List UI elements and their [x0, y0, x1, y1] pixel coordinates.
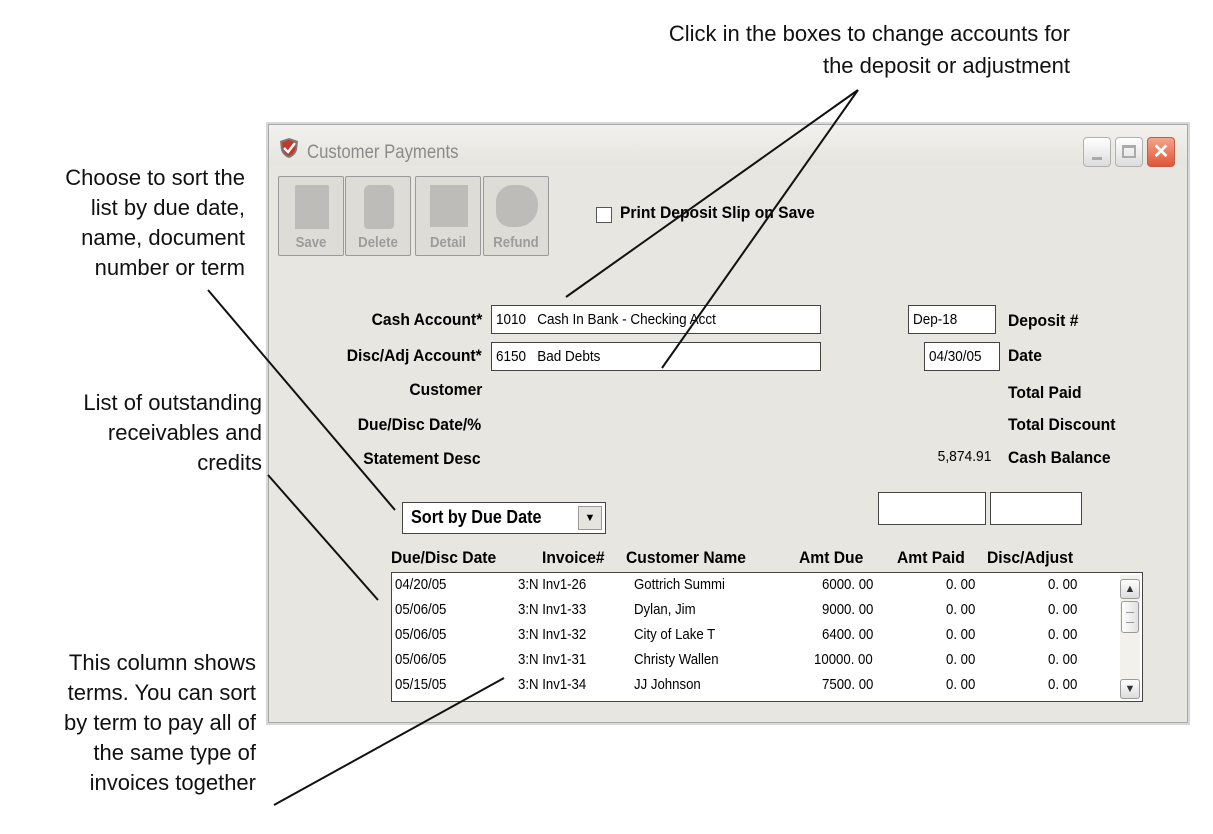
detail-label: Detail: [430, 234, 466, 251]
disc-adjust-cell[interactable]: 0. 00: [1047, 601, 1077, 618]
disc-account-value: 6150 Bad Debts: [496, 348, 601, 365]
detail-button[interactable]: Detail: [415, 176, 481, 256]
vertical-scrollbar[interactable]: ▲ ▼: [1120, 575, 1140, 699]
disc-adjust-cell[interactable]: 0. 00: [1047, 626, 1077, 643]
table-row[interactable]: 05/06/05 3:N Inv1-31 Christy Wallen 1000…: [392, 648, 1122, 673]
table-row[interactable]: 05/06/05 3:N Inv1-32 City of Lake T 6400…: [392, 623, 1122, 648]
shield-check-icon: [280, 138, 298, 158]
trash-icon: [364, 185, 394, 229]
close-icon: ✕: [1152, 141, 1170, 163]
invoice-cell: 3:N Inv1-33: [518, 601, 587, 618]
callout-change-accounts: Click in the boxes to change accounts fo…: [668, 21, 1070, 78]
minimize-button[interactable]: [1083, 137, 1111, 167]
cash-account-label: Cash Account*: [371, 310, 482, 329]
invoice-cell: 3:N Inv1-34: [518, 676, 587, 693]
disc-adjust-cell[interactable]: 0. 00: [1047, 651, 1077, 668]
amt-due-cell: 10000. 00: [814, 651, 873, 668]
column-header-amt-paid[interactable]: Amt Paid: [897, 548, 965, 567]
customer-cell: Dylan, Jim: [634, 601, 696, 618]
deposit-number-field[interactable]: Dep-18: [908, 305, 996, 334]
callout-terms-column: This column shows terms. You can sort by…: [64, 650, 256, 795]
date-value: 04/30/05: [929, 348, 982, 365]
invoice-cell: 3:N Inv1-26: [518, 576, 587, 593]
callout-sort-options: Choose to sort the list by due date, nam…: [65, 165, 245, 280]
customer-payments-window: Customer Payments ✕ Save Delete Detail R…: [268, 124, 1188, 723]
receivables-list[interactable]: 04/20/05 3:N Inv1-26 Gottrich Summi 6000…: [391, 572, 1143, 702]
title-bar[interactable]: Customer Payments ✕: [269, 125, 1187, 167]
total-discount-box[interactable]: [990, 492, 1082, 525]
disc-account-label: Disc/Adj Account*: [347, 346, 482, 365]
amt-due-cell: 9000. 00: [821, 601, 873, 618]
amt-paid-cell[interactable]: 0. 00: [945, 676, 975, 693]
due-date-cell: 05/06/05: [395, 601, 447, 618]
save-button[interactable]: Save: [278, 176, 344, 256]
column-header-customer[interactable]: Customer Name: [626, 548, 746, 567]
refund-icon: [496, 185, 538, 227]
window-title: Customer Payments: [307, 142, 459, 163]
total-paid-box[interactable]: [878, 492, 986, 525]
maximize-button[interactable]: [1115, 137, 1143, 167]
scroll-down-icon[interactable]: ▼: [1120, 679, 1140, 699]
close-button[interactable]: ✕: [1147, 137, 1175, 167]
invoice-cell: 3:N Inv1-32: [518, 626, 587, 643]
cash-balance-label: Cash Balance: [1008, 448, 1111, 467]
print-deposit-checkbox[interactable]: [596, 207, 612, 223]
save-label: Save: [295, 234, 327, 251]
due-date-cell: 04/20/05: [395, 576, 447, 593]
deposit-number-label: Deposit #: [1008, 311, 1079, 330]
amt-due-cell: 7500. 00: [821, 676, 873, 693]
table-row[interactable]: 05/15/05 3:N Inv1-34 JJ Johnson 7500. 00…: [392, 673, 1122, 698]
refund-label: Refund: [493, 234, 539, 251]
scroll-up-icon[interactable]: ▲: [1120, 579, 1140, 599]
refund-button[interactable]: Refund: [483, 176, 549, 256]
disc-adjust-cell[interactable]: 0. 00: [1047, 676, 1077, 693]
total-paid-label: Total Paid: [1008, 383, 1082, 402]
column-header-due-date[interactable]: Due/Disc Date: [391, 548, 497, 567]
column-header-amt-due[interactable]: Amt Due: [799, 548, 864, 567]
statement-desc-label: Statement Desc: [363, 449, 481, 468]
date-field[interactable]: 04/30/05: [924, 342, 1000, 371]
due-disc-date-label: Due/Disc Date/%: [357, 415, 481, 434]
due-date-cell: 05/06/05: [395, 651, 447, 668]
due-date-cell: 05/15/05: [395, 676, 447, 693]
sort-dropdown-value: Sort by Due Date: [411, 507, 542, 527]
customer-cell: City of Lake T: [634, 626, 716, 643]
disc-adjust-cell[interactable]: 0. 00: [1047, 576, 1077, 593]
amt-paid-cell[interactable]: 0. 00: [945, 651, 975, 668]
date-label: Date: [1008, 346, 1042, 365]
save-icon: [295, 185, 329, 229]
document-icon: [430, 185, 468, 227]
customer-cell: Gottrich Summi: [634, 576, 725, 593]
amt-due-cell: 6000. 00: [821, 576, 873, 593]
customer-label: Customer: [408, 380, 482, 399]
deposit-number-value: Dep-18: [913, 311, 958, 328]
delete-button[interactable]: Delete: [345, 176, 411, 256]
scroll-thumb[interactable]: [1121, 601, 1139, 633]
table-row[interactable]: 05/06/05 3:N Inv1-33 Dylan, Jim 9000. 00…: [392, 598, 1122, 623]
cash-account-field[interactable]: 1010 Cash In Bank - Checking Acct: [491, 305, 821, 334]
column-header-disc-adjust[interactable]: Disc/Adjust: [987, 548, 1074, 567]
invoice-cell: 3:N Inv1-31: [518, 651, 587, 668]
amt-paid-cell[interactable]: 0. 00: [945, 601, 975, 618]
cash-balance-value: 5,874.91: [937, 448, 991, 465]
chevron-down-icon[interactable]: ▼: [578, 506, 602, 530]
amt-paid-cell[interactable]: 0. 00: [945, 626, 975, 643]
due-date-cell: 05/06/05: [395, 626, 447, 643]
table-row[interactable]: 04/20/05 3:N Inv1-26 Gottrich Summi 6000…: [392, 573, 1122, 598]
customer-cell: Christy Wallen: [634, 651, 719, 668]
print-deposit-label: Print Deposit Slip on Save: [620, 203, 815, 222]
amt-paid-cell[interactable]: 0. 00: [945, 576, 975, 593]
customer-cell: JJ Johnson: [634, 676, 701, 693]
total-discount-label: Total Discount: [1008, 415, 1116, 434]
callout-receivables-list: List of outstanding receivables and cred…: [83, 390, 262, 475]
amt-due-cell: 6400. 00: [821, 626, 873, 643]
delete-label: Delete: [358, 234, 398, 251]
sort-dropdown[interactable]: Sort by Due Date ▼: [402, 502, 606, 534]
column-header-invoice[interactable]: Invoice#: [542, 548, 605, 567]
cash-account-value: 1010 Cash In Bank - Checking Acct: [496, 311, 716, 328]
disc-account-field[interactable]: 6150 Bad Debts: [491, 342, 821, 371]
